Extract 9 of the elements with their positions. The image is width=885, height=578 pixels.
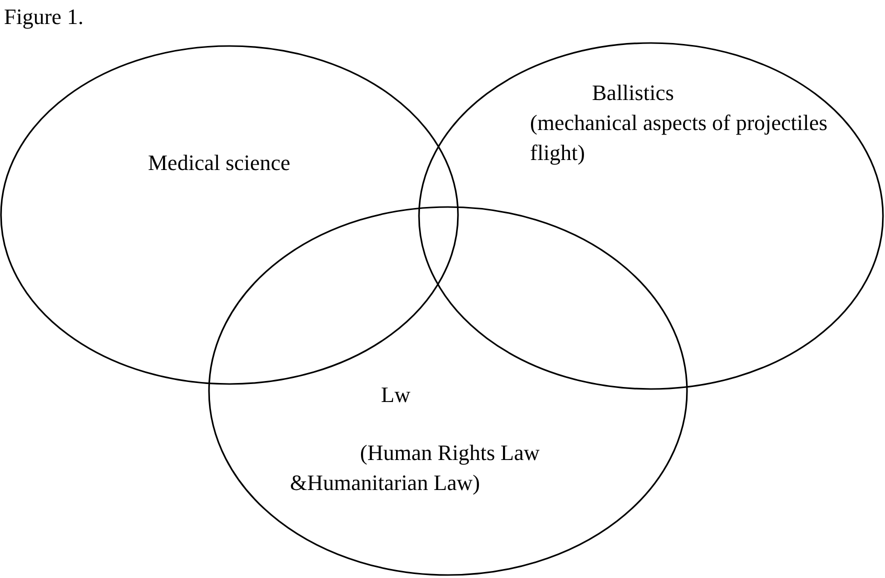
- circle-description: (Human Rights Law &Humanitarian Law): [290, 439, 541, 497]
- figure-label: Figure 1.: [4, 4, 84, 30]
- circle-title: Lw: [381, 381, 412, 409]
- circle-title: Medical science: [148, 149, 292, 177]
- venn-ellipse: [208, 206, 688, 576]
- venn-ellipse: [418, 42, 884, 390]
- circle-title: Ballistics: [592, 79, 675, 107]
- venn-ellipse: [0, 45, 459, 385]
- circle-description: (mechanical aspects of projectiles flight): [530, 109, 828, 167]
